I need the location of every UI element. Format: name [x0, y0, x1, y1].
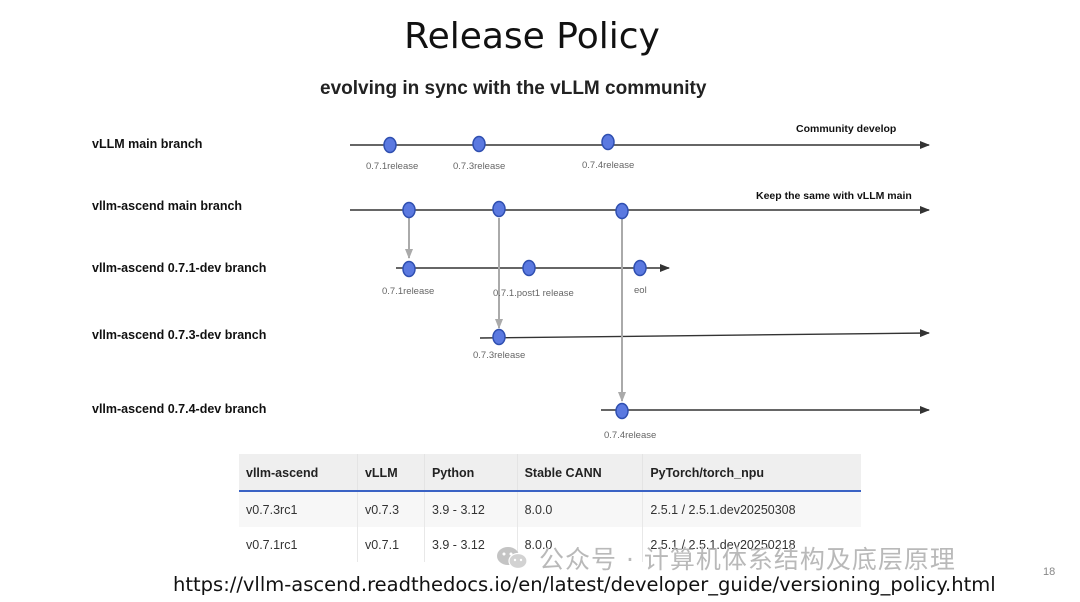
slide-title: Release Policy: [404, 16, 660, 57]
table-row: v0.7.1rc1 v0.7.1 3.9 - 3.12 8.0.0 2.5.1 …: [239, 527, 861, 562]
table-cell: 3.9 - 3.12: [424, 527, 518, 562]
table-row: v0.7.3rc1 v0.7.3 3.9 - 3.12 8.0.0 2.5.1 …: [239, 491, 861, 527]
annotation-keep-same: Keep the same with vLLM main: [756, 190, 912, 202]
watermark: 公众号 · 计算机体系结构及底层原理: [495, 540, 956, 576]
page-number: 18: [1043, 566, 1056, 578]
branch-line-073-dev: [479, 329, 930, 339]
table-cell: v0.7.1: [357, 527, 425, 562]
node-vllm-071: [383, 136, 397, 154]
node-073-release: [492, 328, 506, 346]
branch-label-073-dev: vllm-ascend 0.7.3-dev branch: [92, 328, 267, 342]
branch-label-vllm-main: vLLM main branch: [92, 137, 203, 151]
branch-label-071-dev: vllm-ascend 0.7.1-dev branch: [92, 261, 267, 275]
table-header-cell: Python: [424, 454, 518, 492]
table-cell: v0.7.3rc1: [239, 491, 358, 527]
slide-subtitle: evolving in sync with the vLLM community: [320, 78, 707, 99]
table-cell: v0.7.1rc1: [239, 527, 358, 562]
release-label-071-release: 0.7.1release: [382, 286, 434, 297]
table-header-cell: vllm-ascend: [239, 454, 358, 492]
node-074-release: [615, 402, 629, 420]
table-header-cell: vLLM: [357, 454, 425, 492]
node-ascend-main-2: [492, 200, 506, 218]
table-cell: 8.0.0: [517, 527, 644, 562]
node-ascend-main-3: [615, 202, 629, 220]
table-cell: 3.9 - 3.12: [424, 491, 518, 527]
release-label-071-post1: 0.7.1.post1 release: [493, 288, 574, 299]
release-label-074-release: 0.7.4release: [604, 430, 656, 441]
release-label-vllm-071: 0.7.1release: [366, 161, 418, 172]
table-cell: v0.7.3: [357, 491, 425, 527]
wechat-icon: [495, 545, 529, 571]
version-compat-table: vllm-ascend vLLM Python Stable CANN PyTo…: [239, 454, 861, 562]
release-label-vllm-074: 0.7.4release: [582, 160, 634, 171]
branch-label-ascend-main: vllm-ascend main branch: [92, 199, 243, 213]
table-cell: 8.0.0: [517, 491, 644, 527]
table-cell: 2.5.1 / 2.5.1.dev20250218: [642, 527, 861, 562]
table-header-cell: PyTorch/torch_npu: [642, 454, 861, 492]
release-label-071-eol: eol: [634, 285, 647, 296]
release-label-073-release: 0.7.3release: [473, 350, 525, 361]
branch-label-074-dev: vllm-ascend 0.7.4-dev branch: [92, 402, 267, 416]
annotation-community-develop: Community develop: [796, 123, 896, 135]
table-cell: 2.5.1 / 2.5.1.dev20250308: [642, 491, 861, 527]
watermark-text: 公众号 · 计算机体系结构及底层原理: [539, 545, 956, 574]
table-header-cell: Stable CANN: [517, 454, 644, 492]
table-header-row: vllm-ascend vLLM Python Stable CANN PyTo…: [239, 454, 861, 492]
node-071-post1: [522, 259, 536, 277]
node-ascend-main-1: [402, 201, 416, 219]
node-vllm-073: [472, 135, 486, 153]
node-071-release: [402, 260, 416, 278]
node-vllm-074: [601, 133, 615, 151]
docs-url[interactable]: https://vllm-ascend.readthedocs.io/en/la…: [173, 573, 996, 596]
node-071-eol: [633, 259, 647, 277]
release-label-vllm-073: 0.7.3release: [453, 161, 505, 172]
